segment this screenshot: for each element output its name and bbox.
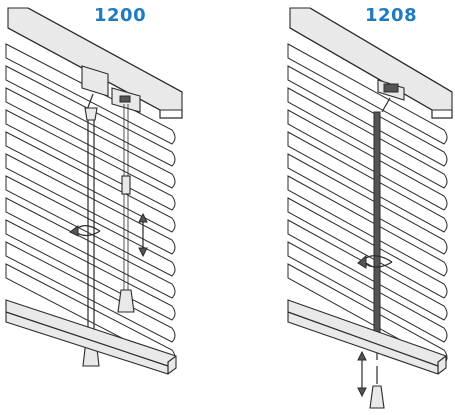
slat <box>5 219 176 321</box>
slat <box>5 87 176 189</box>
slat <box>287 153 448 255</box>
slat-stack <box>5 43 176 365</box>
headrail <box>7 7 183 119</box>
slat <box>287 109 448 211</box>
slat <box>287 43 448 145</box>
slat <box>287 197 448 299</box>
slat <box>5 241 176 343</box>
rotate-arrow-icon <box>69 225 101 237</box>
model-label-1208: 1208 <box>365 5 418 26</box>
slat <box>287 65 448 167</box>
slat <box>5 153 176 255</box>
headrail <box>289 7 453 119</box>
slat <box>287 175 448 277</box>
slat <box>5 109 176 211</box>
slat <box>5 197 176 299</box>
rotate-arrow-icon <box>357 254 393 269</box>
lift-wand <box>369 97 391 409</box>
bottom-rail <box>5 299 177 375</box>
slat <box>287 241 448 343</box>
bottom-rail <box>287 299 447 375</box>
lift-cord <box>117 104 135 313</box>
slat <box>287 219 448 321</box>
tilt-mechanism <box>81 65 141 113</box>
slat <box>5 131 176 233</box>
up-down-arrow-icon <box>138 212 148 258</box>
up-down-arrow-icon <box>357 350 367 398</box>
slat <box>5 43 176 145</box>
slat-stack <box>287 43 448 365</box>
model-label-1200: 1200 <box>94 5 147 26</box>
tilt-mechanism <box>377 79 405 101</box>
slat <box>287 87 448 189</box>
slat <box>287 131 448 233</box>
